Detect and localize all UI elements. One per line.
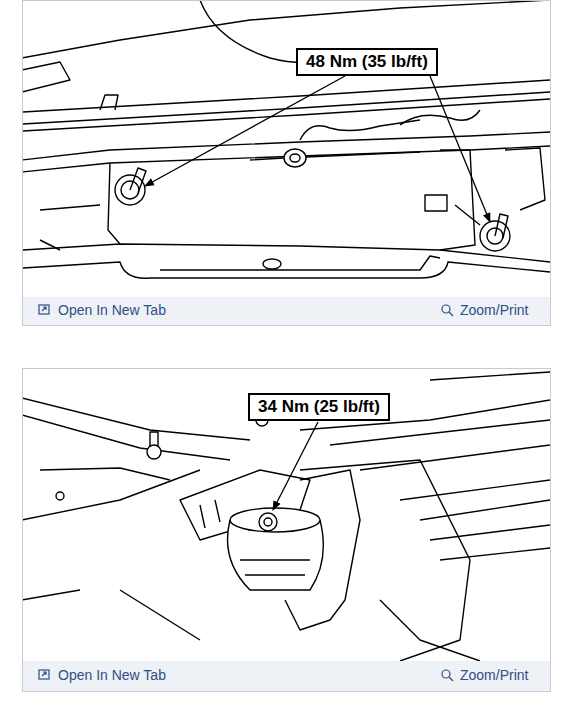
- leader-lines: [145, 76, 490, 222]
- panel-frame: [23, 369, 551, 692]
- panel-frame: [23, 1, 551, 326]
- toolbar-link: Zoom/Print: [460, 666, 528, 684]
- toolbar: [23, 297, 550, 325]
- toolbar-link: Open In New Tab: [58, 301, 166, 319]
- leader-lines: [273, 422, 318, 510]
- toolbar-link: Zoom/Print: [460, 301, 528, 319]
- torque-callout: 48 Nm (35 lb/ft): [296, 48, 438, 76]
- toolbar-link: Open In New Tab: [58, 666, 166, 684]
- toolbar: [23, 661, 550, 691]
- transmission-mount-drawing: [23, 372, 550, 661]
- torque-value: 48 Nm (35 lb/ft): [306, 52, 428, 72]
- torque-callout: 34 Nm (25 lb/ft): [248, 393, 390, 421]
- suspension-drawing: [23, 1, 550, 278]
- torque-value: 34 Nm (25 lb/ft): [258, 397, 380, 417]
